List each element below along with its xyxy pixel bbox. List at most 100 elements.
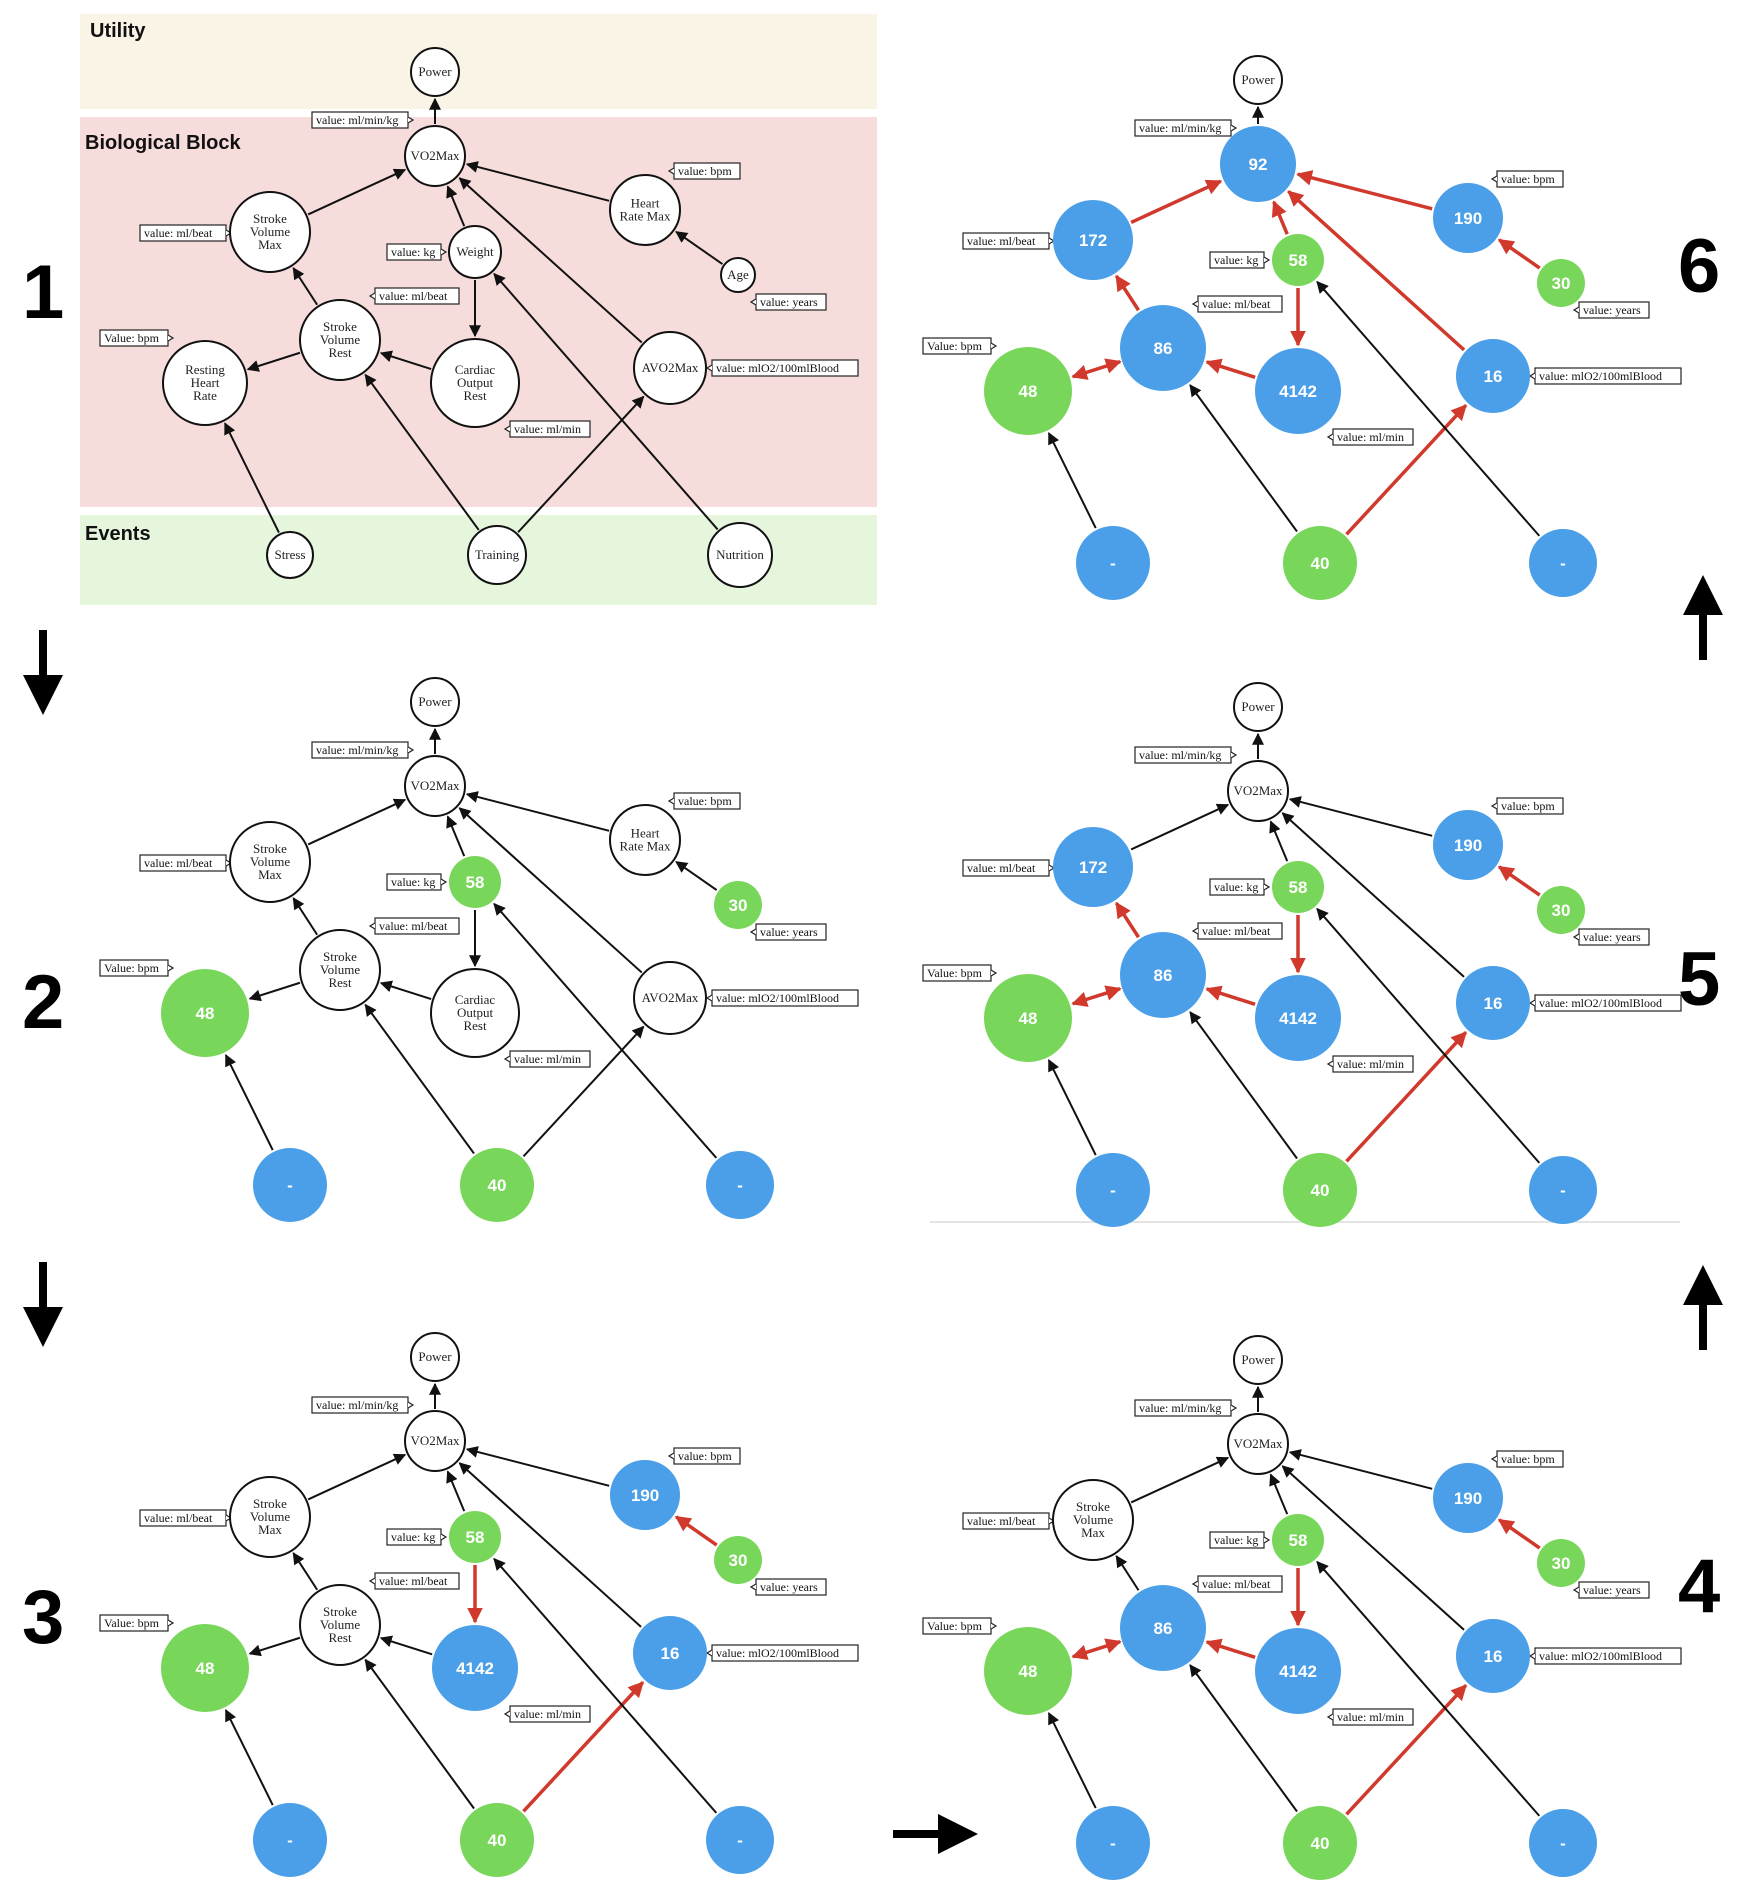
node-circle [1529, 1809, 1597, 1877]
node-value: - [1560, 1181, 1566, 1200]
value-tag-text: Value: bpm [104, 331, 160, 345]
edge-training-to-svrest [1189, 384, 1298, 533]
node-value: 58 [1289, 251, 1308, 270]
value-tag-vo2: value: ml/min/kg [311, 1396, 415, 1414]
value-tag-pointer [1263, 256, 1271, 264]
edge-hrmax-to-vo2 [1296, 170, 1433, 211]
node-circle [404, 755, 466, 817]
value-tag-pointer [503, 1055, 511, 1063]
node-name: VO2Max [1233, 783, 1283, 798]
node-rhr: 48 [984, 974, 1072, 1062]
value-tag-pointer [1230, 124, 1238, 132]
node-circle [706, 1806, 774, 1874]
value-tag-pointer [167, 964, 175, 972]
value-tag-vo2: value: ml/min/kg [1134, 1399, 1238, 1417]
node-stress: - [253, 1803, 327, 1877]
node-value: - [1560, 554, 1566, 573]
node-value: 58 [1289, 1531, 1308, 1550]
edge-age-to-hrmax [1497, 1518, 1541, 1550]
node-power: Power [410, 47, 460, 97]
node-power: Power [1233, 1335, 1283, 1385]
value-tag-text: value: kg [1214, 253, 1258, 267]
value-tag-text: value: years [760, 925, 818, 939]
value-tag-cor: value: ml/min [1326, 428, 1414, 446]
events-band-title: Events [85, 523, 151, 545]
value-tag-age: value: years [1572, 301, 1650, 319]
node-value: 4142 [1279, 382, 1317, 401]
value-tag-text: value: years [1583, 1583, 1641, 1597]
node-circle [430, 338, 520, 428]
value-tag-pointer [407, 1401, 415, 1409]
node-value: 48 [1019, 1009, 1038, 1028]
value-tag-text: value: ml/beat [144, 856, 213, 870]
value-tag-pointer [1326, 1713, 1334, 1721]
value-tag-pointer [990, 342, 998, 350]
value-tag-pointer [167, 334, 175, 342]
node-weight: 58 [1272, 234, 1324, 286]
node-circle [1076, 526, 1150, 600]
node-value: 4142 [1279, 1009, 1317, 1028]
node-cor: 4142 [1255, 975, 1341, 1061]
value-tag-text: value: ml/beat [144, 226, 213, 240]
node-value: 48 [196, 1659, 215, 1678]
node-age: 30 [714, 1536, 762, 1584]
node-circle [984, 974, 1072, 1062]
node-name: Age [727, 267, 749, 282]
node-circle [162, 340, 248, 426]
node-circle [1053, 827, 1133, 907]
value-tag-pointer [407, 116, 415, 124]
edge-avo2-to-vo2 [1281, 812, 1465, 978]
node-circle [161, 969, 249, 1057]
value-tag-age: value: years [749, 923, 827, 941]
node-circle [1052, 1479, 1134, 1561]
value-tag-text: value: ml/beat [379, 919, 448, 933]
node-stress: Stress [266, 531, 314, 579]
node-circle [1456, 339, 1530, 413]
node-cor: 4142 [432, 1625, 518, 1711]
value-tag-text: value: ml/min/kg [1139, 121, 1221, 135]
node-value: 48 [1019, 1662, 1038, 1681]
node-name: Max [258, 237, 282, 252]
node-training: Training [467, 525, 527, 585]
node-circle [299, 299, 381, 381]
value-tag-pointer [1528, 999, 1536, 1007]
node-circle [404, 125, 466, 187]
value-tag-vo2: value: ml/min/kg [1134, 746, 1238, 764]
node-value: 86 [1154, 966, 1173, 985]
node-avo2: 16 [1456, 339, 1530, 413]
node-circle [460, 1148, 534, 1222]
node-name: Stress [274, 547, 305, 562]
node-avo2: 16 [633, 1616, 707, 1690]
node-circle [1433, 1463, 1503, 1533]
node-value: 40 [488, 1176, 507, 1195]
node-value: 30 [1552, 901, 1571, 920]
edge-stress-to-rhr [1047, 432, 1097, 529]
value-tag-rhr: Value: bpm [99, 959, 175, 977]
edge-training-to-avo2 [522, 1025, 645, 1158]
value-tag-svrest: value: ml/beat [368, 917, 460, 935]
node-circle [432, 1625, 518, 1711]
value-tag-pointer [749, 298, 757, 306]
node-circle [229, 821, 311, 903]
utility-band [80, 14, 877, 109]
node-circle [1272, 234, 1324, 286]
node-circle [1076, 1153, 1150, 1227]
node-avo2: 16 [1456, 1619, 1530, 1693]
biological-block-band-title: Biological Block [85, 132, 241, 154]
node-circle [1076, 1806, 1150, 1880]
node-name: Output [457, 1005, 494, 1020]
edge-layer [224, 97, 723, 534]
edge-nutrition-to-weight [493, 902, 718, 1159]
node-circle [1283, 1153, 1357, 1227]
node-power: Power [410, 677, 460, 727]
step-number-4: 4 [1678, 1544, 1720, 1629]
